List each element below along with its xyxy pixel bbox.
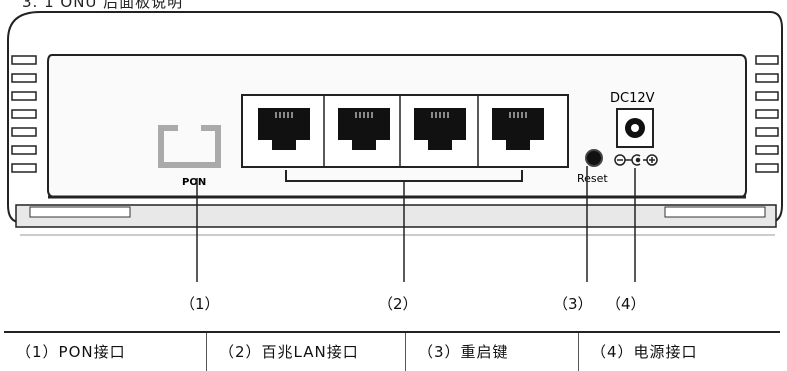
left-vent-slots xyxy=(11,55,37,173)
callout-4: （4） xyxy=(606,295,646,313)
legend-lan: （2）百兆LAN接口 xyxy=(206,331,406,371)
legend-pon: （1）PON接口 xyxy=(4,331,207,371)
pon-port-label: PON xyxy=(182,177,206,188)
port-legend-table: （1）PON接口 （2）百兆LAN接口 （3）重启键 （4）电源接口 xyxy=(4,331,780,371)
onu-rear-panel-diagram: PON Reset DC12V xyxy=(7,11,783,282)
lan-port-4-icon xyxy=(492,108,544,150)
legend-power: （4）电源接口 xyxy=(578,331,780,371)
right-foot xyxy=(664,206,766,218)
lan-port-3-icon xyxy=(414,108,466,150)
right-vent-slots xyxy=(755,55,779,173)
power-label: DC12V xyxy=(610,91,655,106)
left-foot xyxy=(29,206,131,218)
reset-button-icon xyxy=(585,149,603,167)
callout-3: （3） xyxy=(553,295,593,313)
callout-2: （2） xyxy=(378,295,418,313)
callout-1: （1） xyxy=(180,295,220,313)
lan-port-2-icon xyxy=(338,108,390,150)
reset-label: Reset xyxy=(577,172,608,185)
housing-base xyxy=(15,204,777,228)
pon-port-icon xyxy=(158,125,221,168)
legend-reset: （3）重启键 xyxy=(405,331,579,371)
lan-port-block xyxy=(241,94,569,182)
section-title: 3. 1 ONU 后面板说明 xyxy=(22,0,184,11)
polarity-icon xyxy=(614,154,658,166)
lan-port-1-icon xyxy=(258,108,310,150)
